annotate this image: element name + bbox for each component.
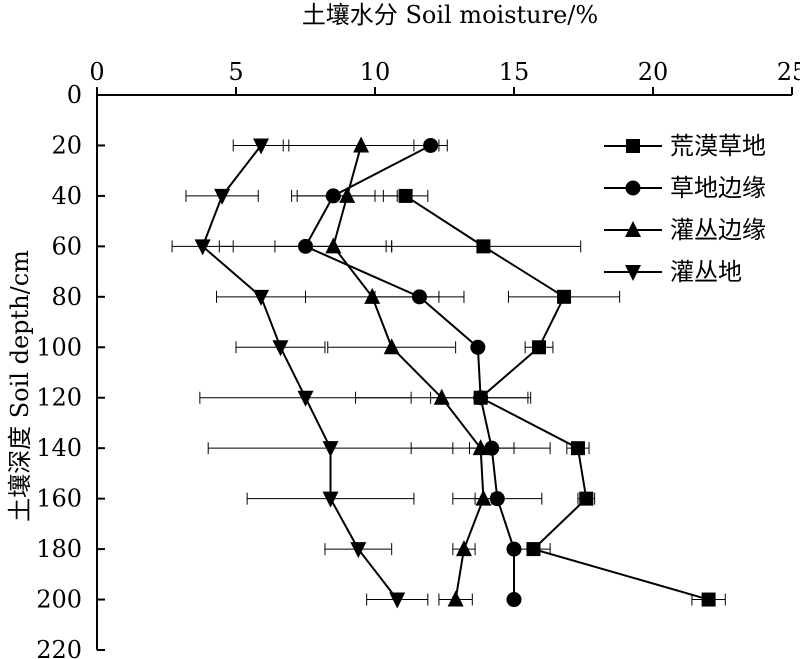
point-grassland-edge [489, 491, 505, 507]
point-shrubland [322, 441, 339, 458]
x-tick-label: 25 [777, 58, 800, 86]
point-desert-grassland [570, 441, 585, 456]
point-desert-grassland [398, 188, 413, 203]
point-desert-grassland [579, 491, 594, 506]
point-desert-grassland [557, 289, 572, 304]
x-tick-label: 5 [228, 58, 243, 86]
x-tick-label: 20 [638, 58, 669, 86]
y-tick-label: 100 [36, 333, 82, 361]
point-shrubland [194, 239, 211, 256]
y-tick-label: 60 [51, 232, 82, 260]
point-shrub-edge [353, 136, 370, 153]
y-tick-label: 0 [67, 81, 82, 109]
point-shrubland [253, 138, 270, 155]
point-shrubland [272, 340, 289, 357]
series-line-grassland-edge [304, 144, 515, 600]
point-shrub-edge [325, 237, 342, 254]
point-shrub-edge [433, 388, 450, 405]
point-desert-grassland [476, 239, 491, 254]
y-tick-label: 40 [51, 182, 82, 210]
y-tick-label: 20 [51, 131, 82, 159]
x-tick-label: 0 [89, 58, 104, 86]
x-tick-label: 15 [499, 58, 530, 86]
x-axis-title: 土壤水分 Soil moisture/% [301, 1, 599, 29]
point-grassland-edge [506, 541, 522, 557]
point-shrub-edge [364, 287, 381, 304]
point-shrubland [389, 592, 406, 609]
legend-label: 草地边缘 [670, 174, 766, 202]
y-tick-label: 180 [36, 535, 82, 563]
legend-marker-triangle-down [604, 265, 662, 281]
point-shrub-edge [383, 338, 400, 355]
legend-label: 灌丛边缘 [670, 216, 766, 244]
point-shrub-edge [447, 590, 464, 607]
point-shrubland [297, 390, 314, 407]
point-grassland-edge [506, 592, 522, 608]
legend-label: 荒漠草地 [670, 132, 766, 160]
point-shrub-edge [339, 186, 356, 203]
point-desert-grassland [701, 592, 716, 607]
point-shrub-edge [455, 540, 472, 557]
point-shrubland [253, 289, 270, 306]
point-desert-grassland [532, 340, 547, 355]
y-tick-label: 80 [51, 283, 82, 311]
legend-marker-square [604, 139, 662, 153]
point-desert-grassland [526, 542, 541, 557]
point-shrubland [214, 188, 231, 205]
series-line-shrub-edge [332, 145, 485, 600]
x-tick-label: 10 [360, 58, 391, 86]
point-grassland-edge [470, 339, 486, 355]
point-shrub-edge [472, 439, 489, 456]
legend-marker-triangle-up [604, 221, 662, 237]
y-tick-label: 120 [36, 384, 82, 412]
legend-label: 灌丛地 [670, 258, 742, 286]
point-shrubland [322, 491, 339, 508]
legend-marker-circle [604, 180, 662, 196]
series-line-shrubland [201, 144, 399, 601]
y-tick-label: 160 [36, 485, 82, 513]
point-shrub-edge [475, 489, 492, 506]
y-tick-label: 140 [36, 434, 82, 462]
point-shrubland [350, 542, 367, 559]
y-tick-label: 220 [36, 636, 82, 659]
y-tick-label: 200 [36, 586, 82, 614]
